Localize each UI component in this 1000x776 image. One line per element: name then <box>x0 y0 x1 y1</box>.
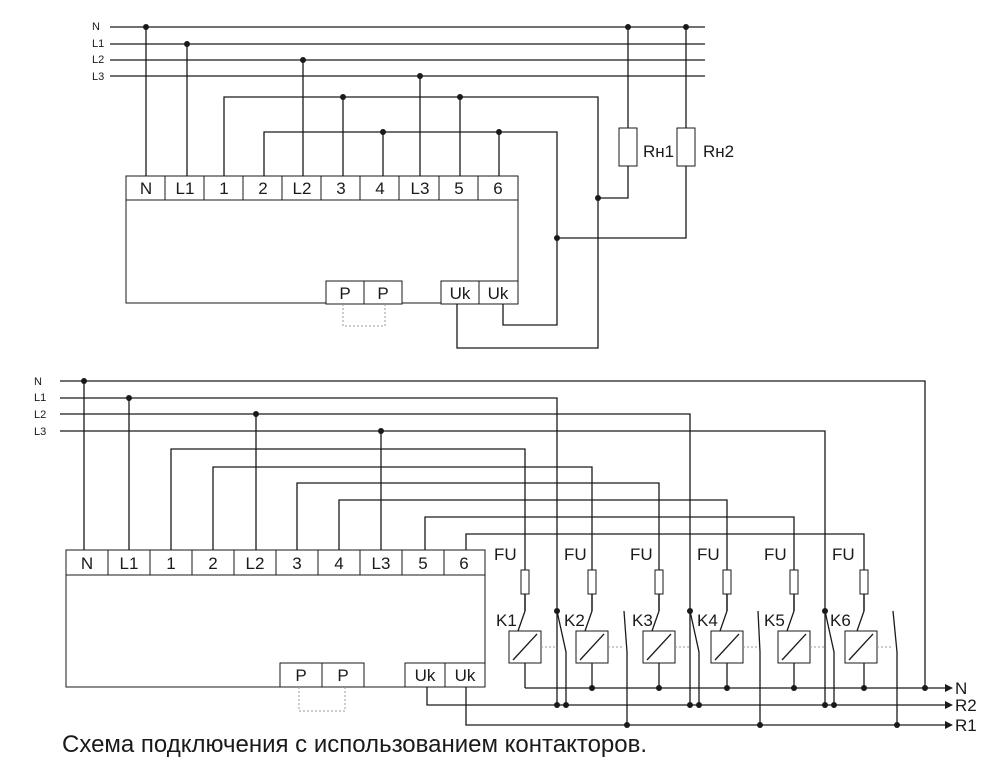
contactor-label-2: K2 <box>564 611 585 630</box>
top-terminal-6: 6 <box>493 179 502 198</box>
top-p-jumper <box>342 304 386 327</box>
top-uk-terminal-1: Uk <box>450 284 471 303</box>
top-wiring <box>145 27 687 349</box>
bottom-bus-n <box>60 380 926 688</box>
top-terminal-1: 1 <box>219 179 228 198</box>
bottom-terminal-strip: N L1 1 2 L2 3 4 L3 5 6 <box>65 549 486 576</box>
top-diagram: N L1 L2 L3 N L1 1 2 <box>92 21 734 349</box>
bottom-terminal-2: 2 <box>208 554 217 573</box>
top-terminal-2: 2 <box>258 179 267 198</box>
fuse-label-6: FU <box>832 545 855 564</box>
top-uk-terminal-2: Uk <box>488 284 509 303</box>
bottom-uk-terminals: Uk Uk <box>404 662 486 688</box>
bottom-p-terminal-2: P <box>337 666 348 685</box>
bottom-terminal-3: 3 <box>292 554 301 573</box>
contactor-unit-2: FU K2 <box>564 545 628 725</box>
bottom-uk-terminal-1: Uk <box>415 666 436 685</box>
fuse-label-5: FU <box>764 545 787 564</box>
bottom-bus-label-n: N <box>34 376 42 388</box>
output-n-label: N <box>955 679 967 698</box>
contactor-label-3: K3 <box>632 611 653 630</box>
bottom-output-labels: N R2 R1 <box>955 679 977 735</box>
bottom-bus-label-l2: L2 <box>34 409 46 421</box>
bottom-terminal-4: 4 <box>334 554 343 573</box>
top-terminal-4: 4 <box>375 179 384 198</box>
diagram-caption: Схема подключения с использованием конта… <box>62 731 648 758</box>
bottom-p-terminal-1: P <box>295 666 306 685</box>
bottom-uk-terminal-2: Uk <box>455 666 476 685</box>
bottom-p-terminals: P P <box>279 662 365 712</box>
top-terminal-strip: N L1 1 2 L2 3 4 L3 5 6 <box>125 175 519 201</box>
top-terminal-3: 3 <box>336 179 345 198</box>
bottom-junctions <box>81 378 928 728</box>
top-terminal-l1: L1 <box>176 179 195 198</box>
top-loads: Rн1 Rн2 <box>618 127 734 167</box>
top-bus-label-n: N <box>92 21 100 33</box>
output-r1-label: R1 <box>955 716 977 735</box>
fuse-3 <box>654 569 664 595</box>
top-p-terminals: P P <box>325 280 403 327</box>
bottom-terminal-5: 5 <box>418 554 427 573</box>
bottom-terminal-l3: L3 <box>372 554 391 573</box>
contactor-unit-5: FU K5 <box>764 545 835 705</box>
fuse-1 <box>520 569 530 595</box>
fuse-label-4: FU <box>697 545 720 564</box>
top-p-terminal-2: P <box>377 284 388 303</box>
top-p-terminal-1: P <box>339 284 350 303</box>
contactor-label-5: K5 <box>764 611 785 630</box>
bottom-terminal-n: N <box>81 554 93 573</box>
top-terminal-l3: L3 <box>411 179 430 198</box>
top-terminal-5: 5 <box>454 179 463 198</box>
output-r2-label: R2 <box>955 696 977 715</box>
bottom-bus-labels: N L1 L2 L3 <box>34 376 46 438</box>
load-rn2-label: Rн2 <box>703 142 734 161</box>
top-junctions <box>143 24 689 241</box>
load-rn1-resistor <box>618 127 638 167</box>
bottom-p-jumper <box>298 687 346 712</box>
contactor-unit-1: FU K1 <box>494 545 567 705</box>
load-rn1-label: Rн1 <box>643 142 674 161</box>
bottom-diagram: N L1 L2 L3 N L1 1 2 L2 <box>34 376 977 735</box>
contactor-label-1: K1 <box>496 611 517 630</box>
top-bus-label-l3: L3 <box>92 71 104 83</box>
contactor-unit-4: FU K4 <box>697 545 761 725</box>
bottom-bus-l1 <box>60 397 558 705</box>
top-bus-lines <box>110 26 705 77</box>
bottom-bus-label-l3: L3 <box>34 426 46 438</box>
top-bus-label-l2: L2 <box>92 54 104 66</box>
fuse-4 <box>722 569 732 595</box>
top-terminal-n: N <box>140 179 152 198</box>
fuse-label-2: FU <box>564 545 587 564</box>
bottom-terminal-1: 1 <box>166 554 175 573</box>
fuse-label-3: FU <box>630 545 653 564</box>
top-terminal-l2: L2 <box>293 179 312 198</box>
top-bus-labels: N L1 L2 L3 <box>92 21 104 83</box>
bottom-terminal-6: 6 <box>459 554 468 573</box>
contactor-unit-6: FU K6 <box>830 545 898 725</box>
bottom-output-arrows <box>945 684 953 729</box>
bottom-terminal-l1: L1 <box>120 554 139 573</box>
top-uk-terminals: Uk Uk <box>440 280 519 305</box>
top-bus-label-l1: L1 <box>92 38 104 50</box>
contactor-label-4: K4 <box>697 611 718 630</box>
contactor-label-6: K6 <box>830 611 851 630</box>
fuse-5 <box>789 569 799 595</box>
bottom-terminal-l2: L2 <box>246 554 265 573</box>
bottom-bus-label-l1: L1 <box>34 392 46 404</box>
fuse-6 <box>859 569 869 595</box>
contactor-unit-3: FU K3 <box>630 545 700 705</box>
fuse-label-1: FU <box>494 545 517 564</box>
bottom-terminal-wiring <box>83 381 945 726</box>
load-rn2-resistor <box>676 127 696 167</box>
fuse-2 <box>587 569 597 595</box>
